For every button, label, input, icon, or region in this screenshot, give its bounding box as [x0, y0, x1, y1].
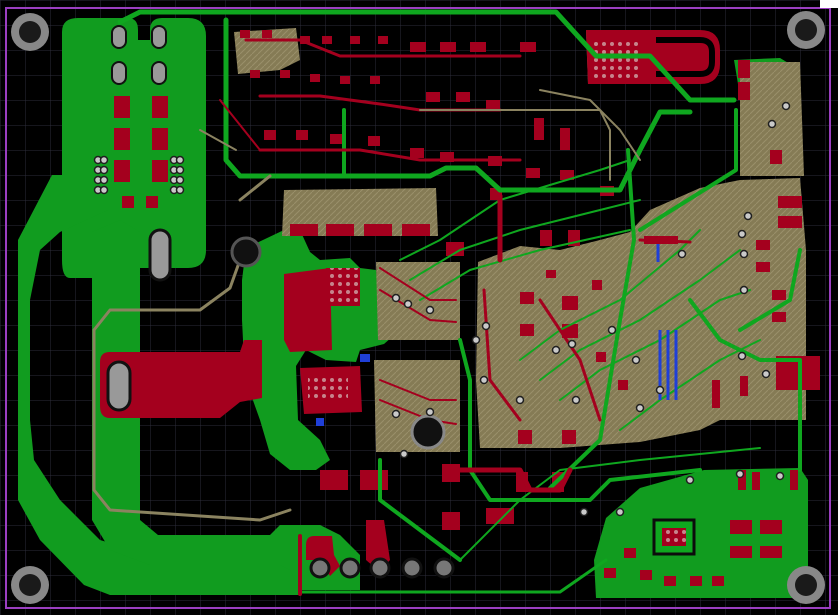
via-icon [175, 185, 185, 195]
via-icon [425, 407, 435, 417]
mount-hole-icon [787, 11, 825, 49]
mount-hole-icon [11, 13, 49, 51]
via-icon [735, 469, 745, 479]
via-icon [391, 293, 401, 303]
via-icon [781, 101, 791, 111]
via-icon [99, 155, 109, 165]
via-icon [677, 249, 687, 259]
via-icon [391, 409, 401, 419]
via-icon [99, 165, 109, 175]
via-icon [685, 475, 695, 485]
via-icon [403, 299, 413, 309]
qfn-package [652, 518, 696, 556]
via-icon [743, 211, 753, 221]
via-icon [571, 395, 581, 405]
via-icon [99, 175, 109, 185]
via-icon [471, 335, 481, 345]
via-icon [615, 507, 625, 517]
via-icon [635, 403, 645, 413]
via-icon [567, 339, 577, 349]
via-icon [607, 325, 617, 335]
via-icon [399, 449, 409, 459]
via-icon [775, 471, 785, 481]
via-icon [99, 185, 109, 195]
via-icon [737, 351, 747, 361]
via-icon [655, 385, 665, 395]
mount-hole-icon [11, 566, 49, 604]
through-hole-pads [106, 25, 455, 579]
via-icon [761, 369, 771, 379]
via-icon [515, 395, 525, 405]
via-icon [739, 285, 749, 295]
trace-layer [92, 9, 802, 596]
via-icon [175, 175, 185, 185]
via-icon [479, 375, 489, 385]
via-icon [551, 345, 561, 355]
via-icon [737, 229, 747, 239]
board-outline [5, 7, 831, 609]
mounting-holes [11, 11, 825, 604]
top-right-marker [820, 0, 838, 8]
via-icon [631, 355, 641, 365]
via-field [93, 101, 791, 517]
mount-hole-icon [787, 566, 825, 604]
via-icon [481, 321, 491, 331]
via-icon [767, 119, 777, 129]
via-icon [579, 507, 589, 517]
via-icon [425, 305, 435, 315]
via-icon [739, 249, 749, 259]
via-icon [175, 155, 185, 165]
via-icon [175, 165, 185, 175]
